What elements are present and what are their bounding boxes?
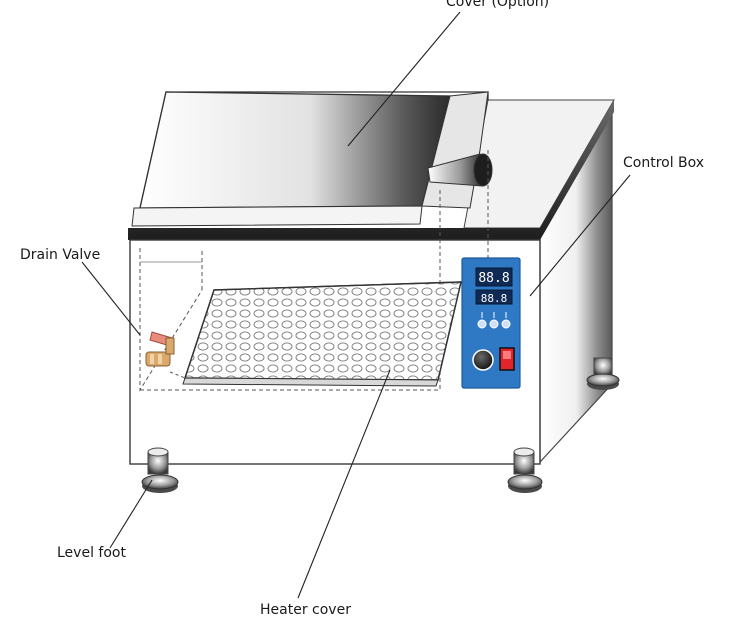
label-drain-valve: Drain Valve <box>20 247 101 263</box>
label-level-foot: Level foot <box>57 545 126 561</box>
panel-button-middle[interactable] <box>489 319 499 329</box>
display-top: 88.8 <box>478 271 509 286</box>
level-foot-back <box>586 357 620 390</box>
leader-cover <box>347 11 461 147</box>
panel-button-right[interactable] <box>501 319 511 329</box>
label-cover-option: Cover (Option) <box>446 0 550 10</box>
label-control-box: Control Box <box>623 155 705 171</box>
display-bottom: 88.8 <box>481 292 508 305</box>
label-heater-cover: Heater cover <box>260 602 351 618</box>
leader-lines <box>81 11 631 599</box>
leader-level <box>109 479 153 549</box>
panel-button-left[interactable] <box>477 319 487 329</box>
level-foot-right <box>507 447 543 493</box>
heater-cover-tray <box>169 281 462 387</box>
cover-lid <box>131 91 489 227</box>
control-knob[interactable] <box>472 349 494 371</box>
control-box: 88.8 88.8 <box>461 257 521 389</box>
leader-drain <box>81 261 141 336</box>
leader-heater <box>297 369 391 599</box>
drain-valve <box>145 331 175 367</box>
leader-control <box>529 174 631 297</box>
